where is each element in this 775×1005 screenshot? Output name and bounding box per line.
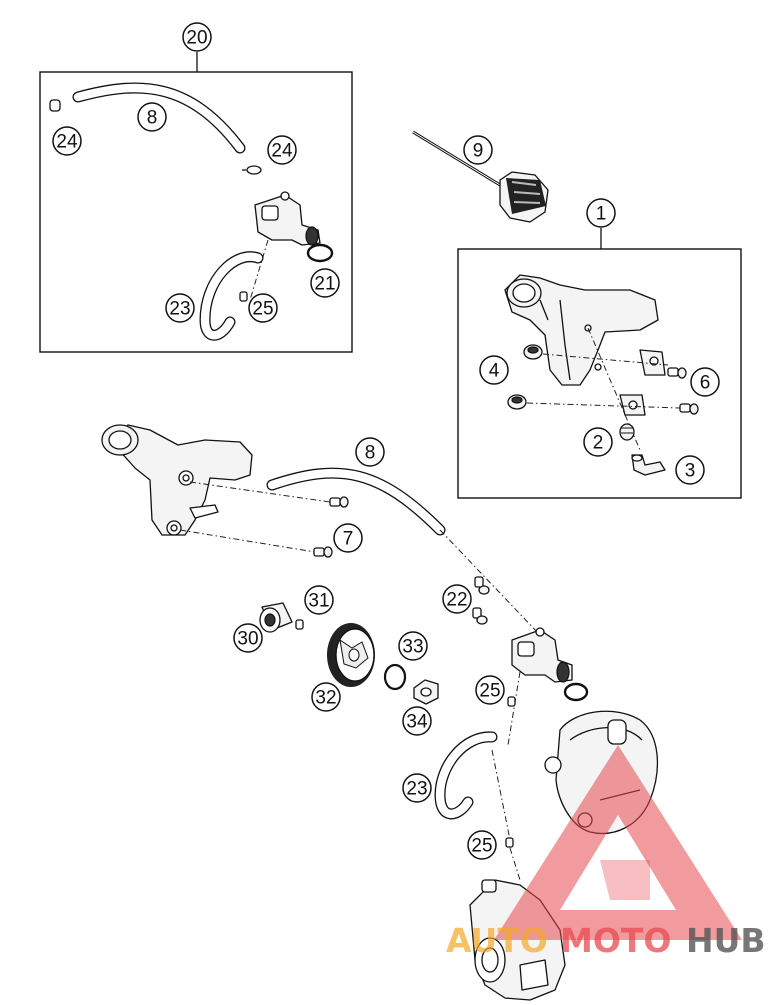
oil-tank-box [504,274,659,386]
svg-text:23: 23 [169,299,190,320]
callout-1: 1 [586,198,616,228]
svg-text:8: 8 [365,443,376,464]
callout-30: 30 [233,623,263,653]
kit-20-box: 20 8 24 24 21 23 25 [39,22,353,353]
svg-text:9: 9 [473,141,484,162]
svg-text:3: 3 [685,461,696,482]
screw-22-lower [472,607,488,625]
svg-text:8: 8 [147,108,158,129]
fuel-hose-kit [72,82,246,154]
pin-31 [295,619,304,630]
fuel-hose-23-kit [199,251,264,341]
clamp-25-lower [505,837,514,848]
screw-upper-box [667,367,687,379]
o-ring-main [563,682,589,702]
grommet-upper-box [523,344,543,360]
svg-text:1: 1 [596,204,607,225]
callout-24-left: 24 [52,126,82,156]
callout-32: 32 [311,682,341,712]
svg-text:25: 25 [471,836,492,857]
fuel-hose-23-main [434,731,498,820]
svg-text:24: 24 [56,132,78,153]
callout-24-right: 24 [267,135,297,165]
tank-1-box: 1 4 6 2 3 [457,198,742,499]
svg-text:21: 21 [314,274,335,295]
callout-21: 21 [310,268,340,298]
callout-22: 22 [442,584,472,614]
clamp-25-kit [239,291,248,302]
filler-cap-9 [412,130,549,223]
fuel-tap-main [511,627,573,683]
callout-23-main: 23 [402,773,432,803]
screw-lower-box [679,403,699,415]
o-ring-kit [306,243,334,263]
callout-8-kit: 8 [137,102,167,132]
elbow-fitting-3 [631,454,666,476]
callout-7: 7 [333,523,363,553]
bushing-30 [259,602,293,633]
clamp-25-upper [507,696,516,707]
callout-2: 2 [583,427,613,457]
tank-bracket-box [619,349,666,416]
svg-text:31: 31 [308,591,329,612]
svg-text:33: 33 [402,637,423,658]
screw-7-lower [313,546,333,558]
svg-text:7: 7 [343,529,354,550]
svg-text:4: 4 [489,361,500,382]
fuel-hose-main [266,467,446,536]
callout-8-main: 8 [355,437,385,467]
svg-text:20: 20 [186,28,207,49]
callout-3: 3 [675,455,705,485]
callout-25-lower: 25 [467,830,497,860]
nut-34 [413,679,439,705]
callout-25-upper: 25 [475,675,505,705]
grommet-lower-box [507,394,527,410]
hose-clamp-kit-right [242,165,262,175]
gear-32 [327,623,375,687]
callout-6: 6 [690,367,720,397]
callout-25-kit: 25 [248,293,278,323]
svg-text:25: 25 [252,299,273,320]
callout-33: 33 [398,631,428,661]
screw-7-upper [329,496,349,508]
svg-text:30: 30 [237,629,258,650]
callout-34: 34 [402,706,432,736]
callout-31: 31 [304,585,334,615]
svg-text:24: 24 [271,141,293,162]
watermark-hub: HUB [686,921,766,960]
svg-text:6: 6 [700,373,711,394]
svg-text:22: 22 [446,590,467,611]
svg-text:32: 32 [315,688,336,709]
svg-text:23: 23 [406,779,427,800]
svg-text:2: 2 [593,433,604,454]
callout-23-kit: 23 [165,293,195,323]
watermark-auto: AUTO [446,921,548,960]
watermark-logo: AUTO MOTO HUB [446,745,766,960]
svg-text:25: 25 [479,681,500,702]
svg-text:34: 34 [406,712,428,733]
screw-22-upper [474,576,490,595]
ring-33 [383,663,407,691]
watermark-moto: MOTO [560,921,671,960]
callout-9: 9 [463,135,493,165]
hose-clamp-kit-left [49,99,61,112]
callout-4: 4 [479,355,509,385]
oil-tank-main [101,424,253,536]
callout-20: 20 [182,22,212,52]
grommet-2 [619,423,635,441]
fuel-tap-kit [249,191,321,301]
